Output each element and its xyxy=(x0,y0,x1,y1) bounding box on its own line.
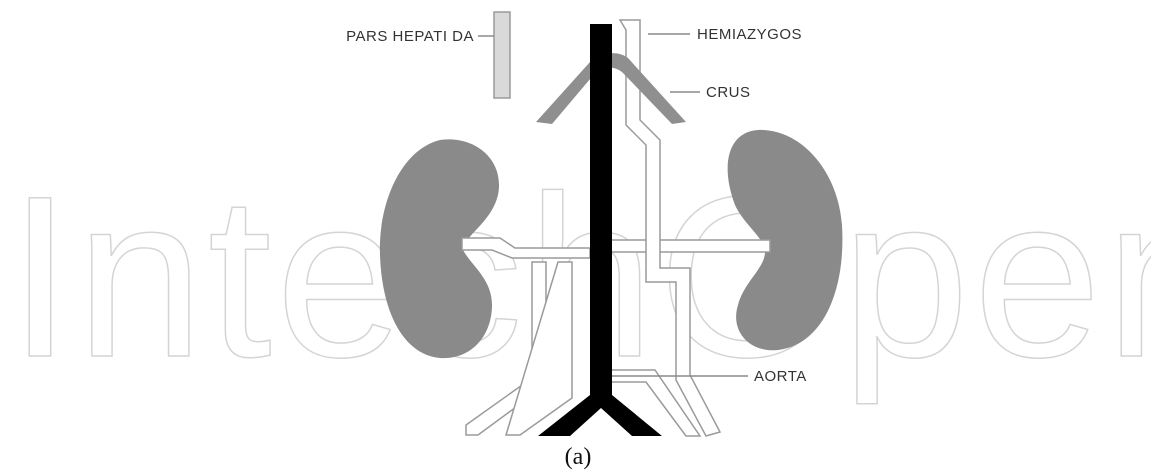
pars-hepatica-bar xyxy=(494,12,510,98)
pars-hepatica-label: PARS HEPATI DA xyxy=(346,28,474,45)
crus-label: CRUS xyxy=(706,84,751,101)
figure-caption: (a) xyxy=(565,444,592,470)
hemiazygos-label: HEMIAZYGOS xyxy=(697,26,802,43)
watermark-text: IntechOpen xyxy=(8,148,1151,405)
aorta-label: AORTA xyxy=(754,368,807,385)
